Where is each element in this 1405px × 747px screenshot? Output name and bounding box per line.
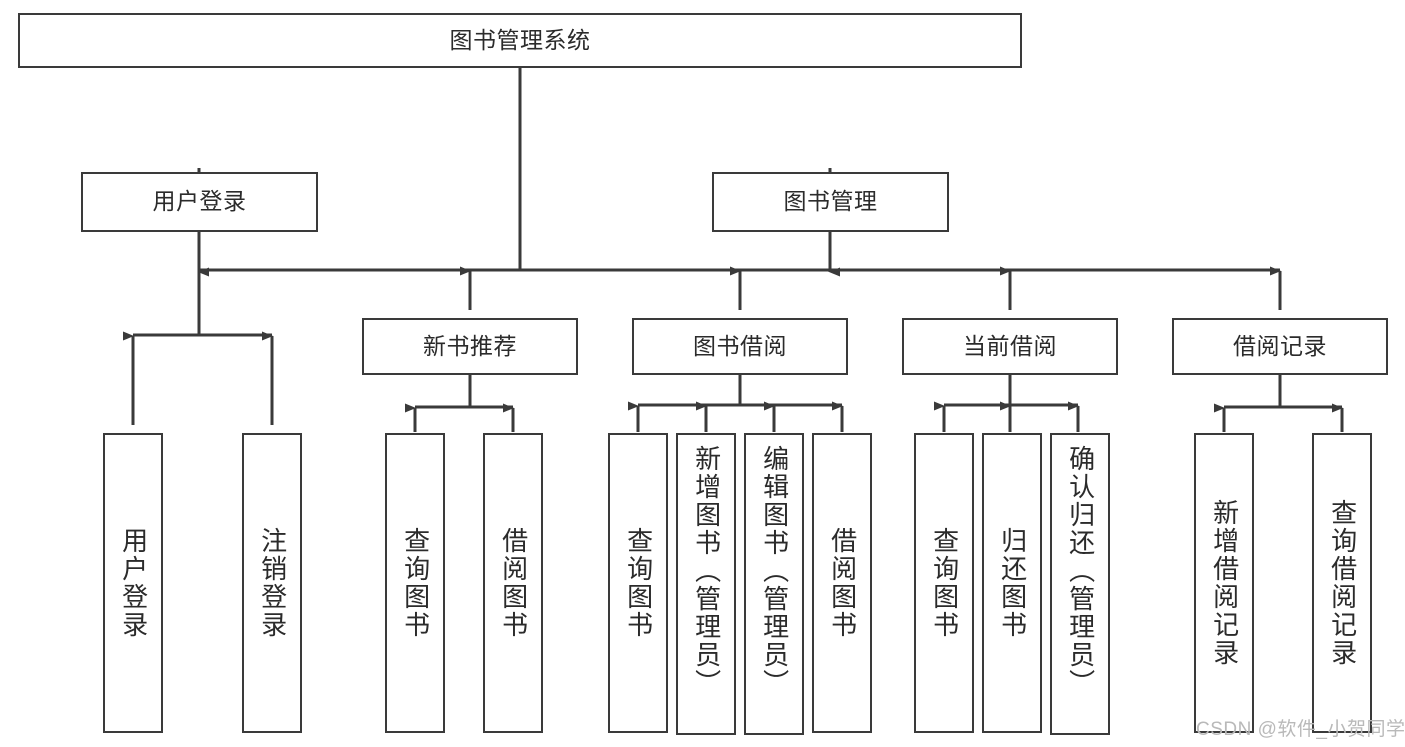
node-book-management-system[interactable]: 图书管理系统 — [18, 13, 1022, 68]
node-label: 借阅图书 — [498, 527, 529, 639]
node-leaf-query-book-3[interactable]: 查询图书 — [914, 433, 974, 733]
node-leaf-return-book[interactable]: 归还图书 — [982, 433, 1042, 733]
node-leaf-query-book-1[interactable]: 查询图书 — [385, 433, 445, 733]
node-label: 新书推荐 — [423, 332, 517, 359]
node-leaf-user-login[interactable]: 用户登录 — [103, 433, 163, 733]
node-new-book-recommend[interactable]: 新书推荐 — [362, 318, 578, 375]
node-label: 查询图书 — [400, 527, 431, 639]
node-leaf-confirm-return[interactable]: 确认归还（管理员） — [1050, 433, 1110, 735]
node-label: 用户登录 — [118, 527, 149, 639]
node-label: 编辑图书（管理员） — [759, 445, 790, 697]
node-label: 新增借阅记录 — [1209, 499, 1240, 667]
csdn-watermark: CSDN @软件_小贺同学 — [1196, 719, 1405, 740]
node-leaf-borrow-book-1[interactable]: 借阅图书 — [483, 433, 543, 733]
node-leaf-logout-login[interactable]: 注销登录 — [242, 433, 302, 733]
node-leaf-add-book[interactable]: 新增图书（管理员） — [676, 433, 736, 735]
node-leaf-query-borrow-record[interactable]: 查询借阅记录 — [1312, 433, 1372, 733]
node-book-management[interactable]: 图书管理 — [712, 172, 949, 232]
node-book-borrow[interactable]: 图书借阅 — [632, 318, 848, 375]
node-label: 查询图书 — [929, 527, 960, 639]
node-label: 借阅记录 — [1233, 332, 1327, 359]
node-label: 新增图书（管理员） — [691, 445, 722, 697]
node-borrow-record[interactable]: 借阅记录 — [1172, 318, 1388, 375]
node-label: 图书管理 — [783, 188, 878, 215]
node-label: 图书借阅 — [693, 332, 787, 359]
node-label: 用户登录 — [152, 188, 247, 215]
node-label: 当前借阅 — [963, 332, 1057, 359]
node-label: 借阅图书 — [827, 527, 858, 639]
node-leaf-borrow-book-2[interactable]: 借阅图书 — [812, 433, 872, 733]
node-label: 确认归还（管理员） — [1065, 445, 1096, 697]
node-label: 归还图书 — [997, 527, 1028, 639]
node-leaf-add-borrow-record[interactable]: 新增借阅记录 — [1194, 433, 1254, 733]
node-label: 查询借阅记录 — [1327, 499, 1358, 667]
node-leaf-query-book-2[interactable]: 查询图书 — [608, 433, 668, 733]
node-label: 注销登录 — [257, 527, 288, 639]
node-leaf-edit-book[interactable]: 编辑图书（管理员） — [744, 433, 804, 735]
node-current-borrow[interactable]: 当前借阅 — [902, 318, 1118, 375]
node-label: 图书管理系统 — [449, 26, 591, 53]
node-user-login[interactable]: 用户登录 — [81, 172, 318, 232]
node-label: 查询图书 — [623, 527, 654, 639]
